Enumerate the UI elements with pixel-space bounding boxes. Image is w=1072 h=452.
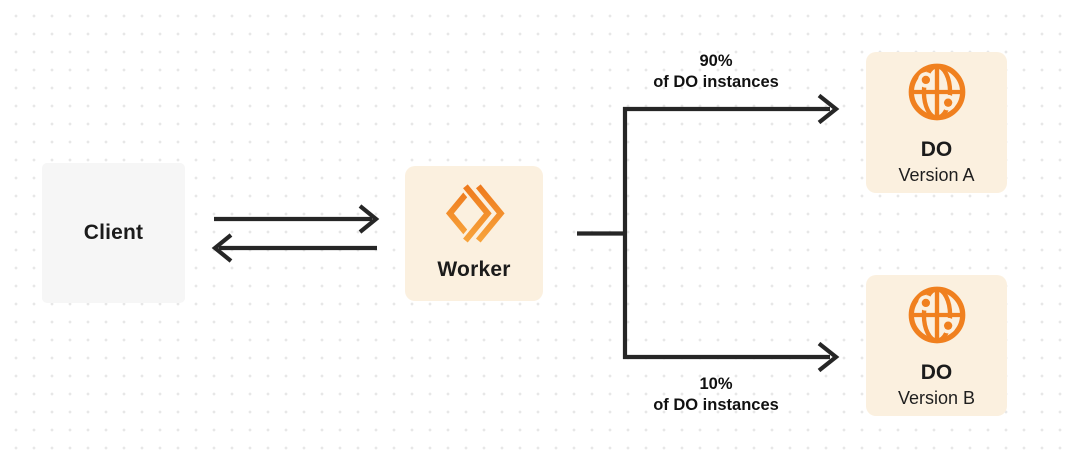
do-a-subtitle: Version A [898, 165, 975, 185]
branch-arrow-to-do-a [623, 93, 840, 125]
do-b-subtitle: Version B [897, 388, 976, 408]
globe-icon [908, 63, 965, 121]
edge-label-10-percent: 10% of DO instances [606, 374, 826, 416]
do-version-a-node: DO Version A [866, 52, 1007, 193]
do-version-b-node: DO Version B [866, 275, 1007, 416]
edge-percent: 90% [699, 52, 733, 70]
worker-label: Worker [437, 258, 511, 281]
edge-label-90-percent: 90% of DO instances [606, 51, 826, 93]
client-label: Client [83, 221, 144, 244]
edge-caption: of DO instances [653, 73, 779, 91]
client-node: Client [42, 163, 185, 303]
branch-arrow-to-do-b [623, 341, 840, 373]
do-b-title: DO [920, 361, 953, 384]
worker-node: Worker [405, 166, 543, 301]
globe-icon [908, 286, 965, 344]
client-to-worker-arrow [214, 204, 380, 234]
edge-percent: 10% [699, 375, 733, 393]
worker-to-client-arrow [211, 233, 377, 263]
worker-branch-connector [577, 107, 628, 359]
do-a-title: DO [920, 138, 953, 161]
workers-chevron-icon [445, 182, 505, 244]
edge-caption: of DO instances [653, 396, 779, 414]
